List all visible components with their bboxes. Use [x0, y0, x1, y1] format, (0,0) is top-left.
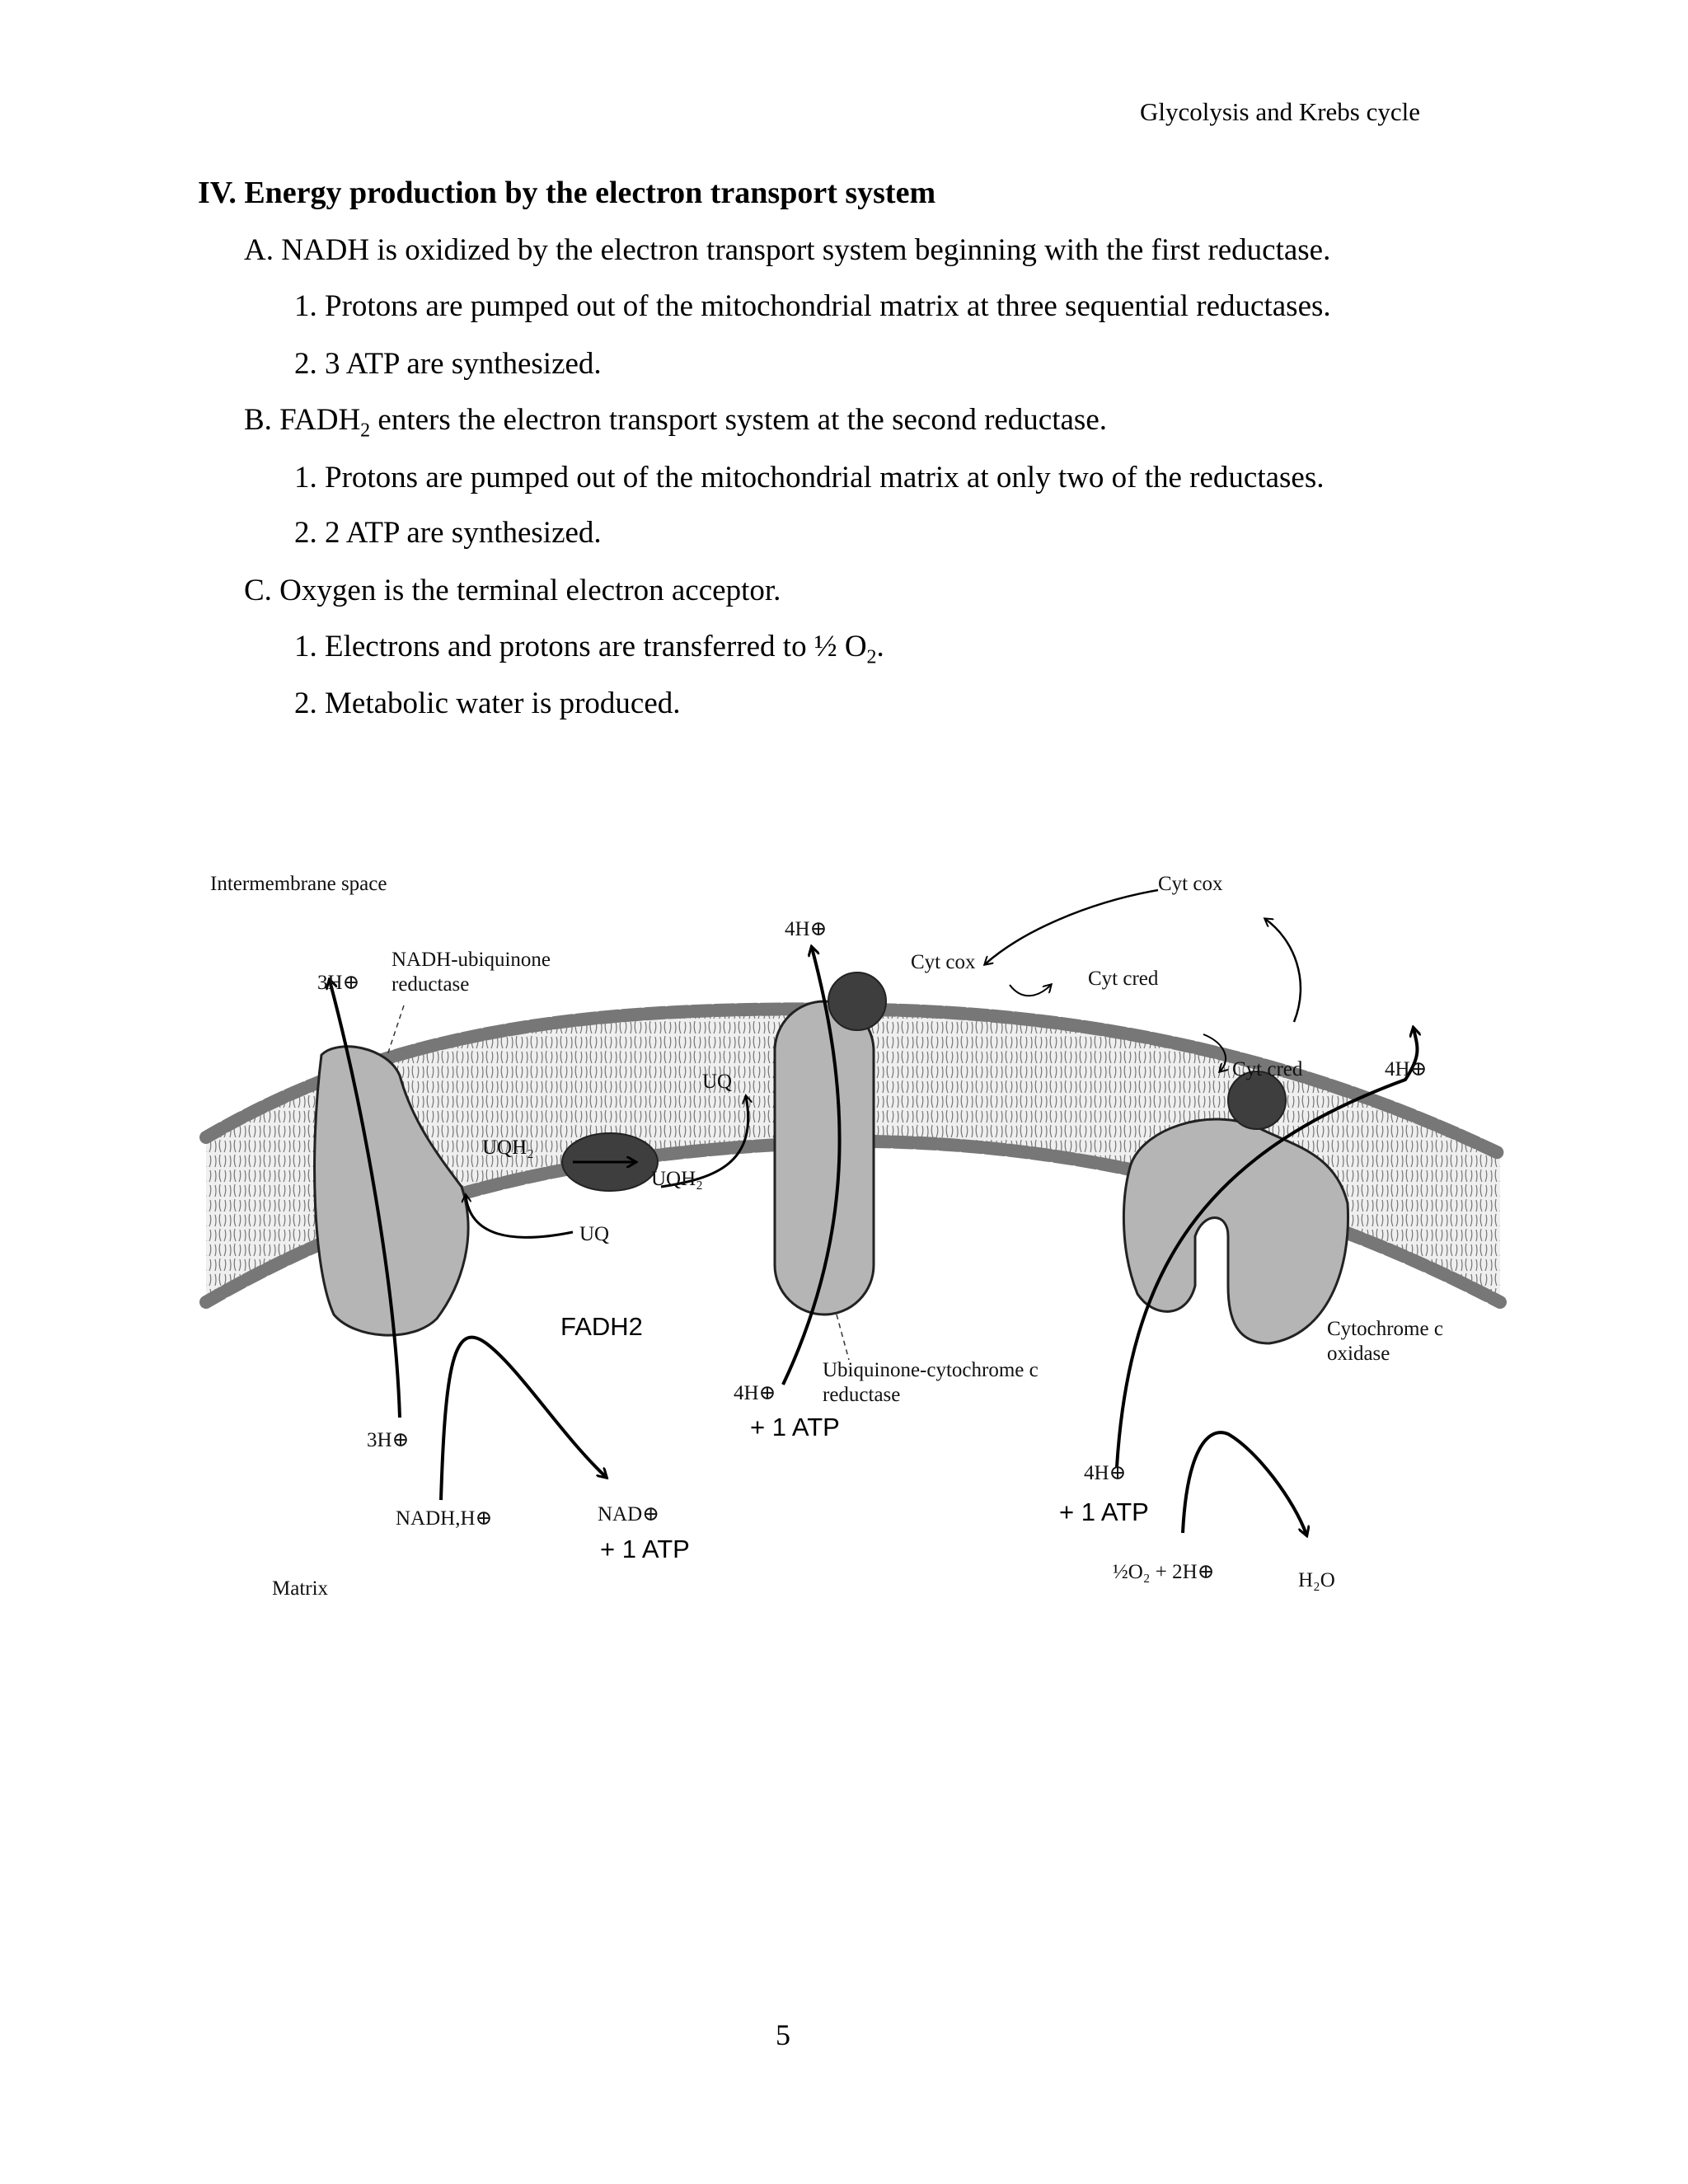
water-label: H₂O [1298, 1569, 1335, 1591]
atp-complex-iii: + 1 ATP [750, 1413, 840, 1441]
proton-4h-top-complex-iv: 4H⊕ [1385, 1058, 1428, 1080]
uqh2-left-label: UQH₂ [482, 1137, 534, 1159]
outline-item-c: C. Oxygen is the terminal electron accep… [244, 574, 781, 607]
cyt-c-return-arrow [985, 888, 1159, 964]
outline-item-b1: 1. Protons are pumped out of the mitocho… [294, 461, 1325, 494]
fadh2-label: FADH2 [560, 1312, 643, 1341]
proton-3h-bottom: 3H⊕ [367, 1429, 410, 1451]
complex-iii-leader [836, 1314, 850, 1361]
uqh2-to-uq-arrow [660, 1096, 748, 1188]
proton-arrow-complex-iii [781, 948, 842, 1385]
outline-item-a1: 1. Protons are pumped out of the mitocho… [294, 289, 1331, 323]
electron-transport-diagram: Intermembrane space Matrix NADH-ubiquino… [199, 873, 1507, 1599]
proton-4h-bottom-complex-iv: 4H⊕ [1084, 1462, 1127, 1484]
oxygen-reduction-arrow [1181, 1431, 1306, 1535]
outline-item-b: B. FADH2 enters the electron transport s… [244, 402, 1107, 442]
outline-item-c1-text-end: . [876, 630, 884, 663]
proton-arrow-complex-iv [1115, 1029, 1417, 1468]
proton-4h-top-complex-iii: 4H⊕ [785, 918, 828, 940]
complex-iii-label-line2: reductase [823, 1384, 900, 1406]
cyt-c-reduction-arrow [1009, 985, 1051, 997]
complex-i-label-line2: reductase [392, 973, 469, 996]
cyt-c-ox-protein [828, 972, 887, 1031]
complex-i-label-line1: NADH-ubiquinone [392, 949, 551, 971]
outline-item-b-text-end: enters the electron transport system at … [370, 403, 1108, 437]
complex-iv-label-line2: oxidase [1327, 1343, 1390, 1365]
outline-item-b-text: B. FADH [244, 403, 361, 437]
proton-3h-top: 3H⊕ [317, 972, 360, 994]
nad-label: NAD⊕ [598, 1503, 659, 1526]
cyt-c-red-mid-label: Cyt cred [1088, 968, 1159, 990]
cyt-c-ox-top-label: Cyt cox [1158, 873, 1223, 895]
nadh-oxidation-arrow [439, 1335, 606, 1501]
section-title: IV. Energy production by the electron tr… [198, 176, 936, 210]
cyt-c-oxidation-arrow [1265, 919, 1302, 1023]
proton-arrow-complex-i [330, 981, 401, 1418]
atp-complex-i: + 1 ATP [600, 1535, 690, 1563]
complex-iv-label-line1: Cytochrome c [1327, 1318, 1443, 1340]
outline-item-c1-text: 1. Electrons and protons are transferred… [294, 630, 867, 663]
outline-item-c2: 2. Metabolic water is produced. [294, 687, 681, 720]
outline-item-b2: 2. 2 ATP are synthesized. [294, 516, 602, 550]
cyt-c-red-protein [1227, 1071, 1287, 1130]
atp-complex-iv: + 1 ATP [1059, 1497, 1149, 1526]
running-header: Glycolysis and Krebs cycle [1139, 97, 1420, 126]
matrix-label: Matrix [272, 1577, 329, 1599]
outline-item-c1: 1. Electrons and protons are transferred… [294, 629, 884, 668]
intermembrane-space-label: Intermembrane space [210, 873, 387, 895]
outline-item-a: A. NADH is oxidized by the electron tran… [244, 233, 1331, 267]
complex-i-nadh-ubiquinone-reductase [313, 1045, 470, 1337]
uq-top-label: UQ [702, 1071, 732, 1093]
oxygen-label: ½O₂ + 2H⊕ [1113, 1561, 1215, 1583]
cyt-c-ox-mid-label: Cyt cox [911, 951, 976, 973]
subscript-2: 2 [866, 646, 877, 668]
complex-iii-label-line1: Ubiquinone-cytochrome c [823, 1359, 1039, 1381]
proton-4h-bottom-complex-iii: 4H⊕ [734, 1382, 776, 1404]
page-number: 5 [776, 2018, 790, 2051]
cyt-c-transfer-arrow [1203, 1033, 1226, 1071]
subscript-2: 2 [360, 419, 371, 442]
uqh2-right-label: UQH₂ [651, 1168, 703, 1190]
outline-item-a2: 2. 3 ATP are synthesized. [294, 347, 602, 381]
uq-to-uqh2-arrow [466, 1195, 574, 1239]
cyt-c-red-right-label: Cyt cred [1232, 1058, 1303, 1080]
uq-bottom-label: UQ [579, 1223, 609, 1245]
nadh-label: NADH,H⊕ [396, 1507, 492, 1530]
